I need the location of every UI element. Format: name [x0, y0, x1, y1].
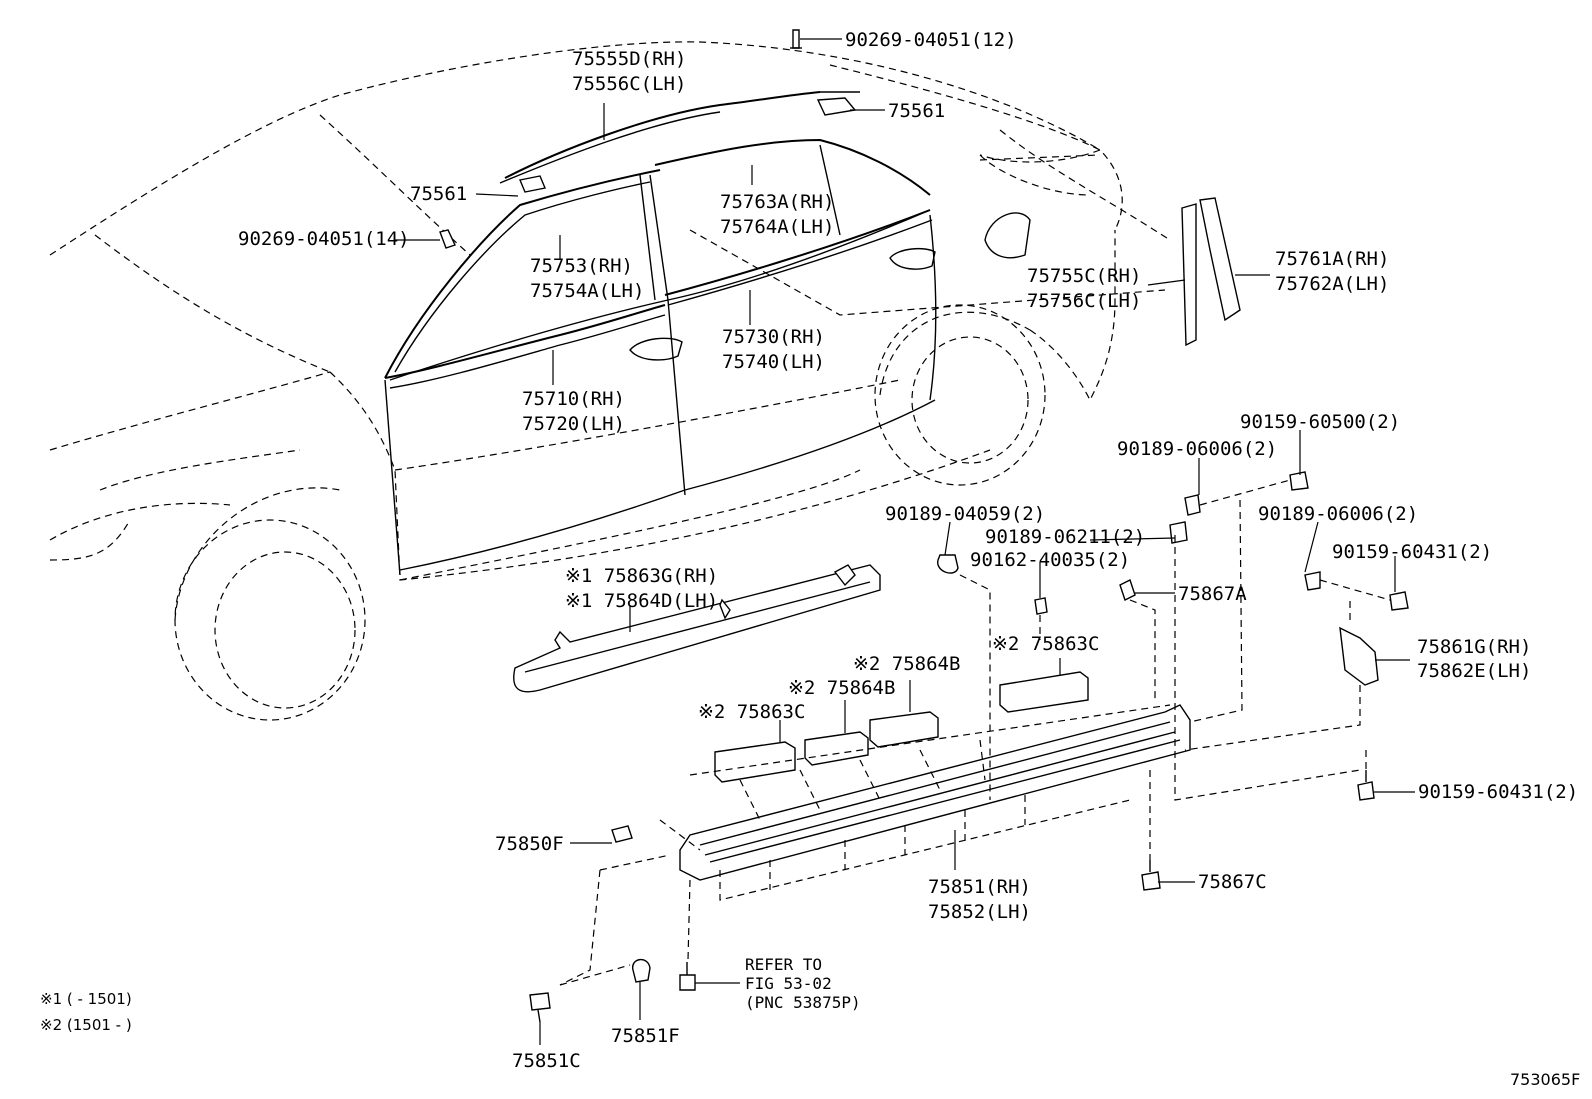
label-75851f: 75851F: [611, 1025, 680, 1047]
label-75863c-right: ※2 75863C: [992, 633, 1099, 655]
label-75763a-rh: 75763A(RH): [720, 191, 834, 213]
label-75850f: 75850F: [495, 833, 564, 855]
label-75754a-lh: 75754A(LH): [530, 280, 644, 302]
leader-lines: [395, 38, 1415, 1045]
label-75556c-lh: 75556C(LH): [572, 73, 686, 95]
label-75861g-rh: 75861G(RH): [1417, 636, 1531, 658]
label-75764a-lh: 75764A(LH): [720, 216, 834, 238]
label-75561-top: 75561: [888, 100, 945, 122]
label-75851c: 75851C: [512, 1050, 581, 1072]
car-body-outline: [49, 41, 1171, 721]
label-75753-rh: 75753(RH): [530, 255, 633, 277]
label-90162-40035: 90162-40035(2): [970, 549, 1130, 571]
label-75862e-lh: 75862E(LH): [1417, 660, 1531, 682]
label-75740-lh: 75740(LH): [722, 351, 825, 373]
label-75852-lh: 75852(LH): [928, 901, 1031, 923]
refer-to-line1: REFER TO: [745, 955, 822, 974]
label-75851-rh: 75851(RH): [928, 876, 1031, 898]
note-2: ※2 (1501 - ): [40, 1016, 132, 1034]
label-75867c: 75867C: [1198, 871, 1267, 893]
label-75756c-lh: 75756C(LH): [1027, 290, 1141, 312]
label-75710-rh: 75710(RH): [522, 388, 625, 410]
label-90189-04059: 90189-04059(2): [885, 503, 1045, 525]
label-75864b-a: ※2 75864B: [853, 653, 960, 675]
figure-id: 753065F: [1510, 1070, 1580, 1089]
label-75867a: 75867A: [1178, 583, 1247, 605]
label-90269-04051-14: 90269-04051(14): [238, 228, 410, 250]
label-90189-06006-b: 90189-06006(2): [1258, 503, 1418, 525]
label-75761a-rh: 75761A(RH): [1275, 248, 1389, 270]
part-labels: 90269-04051(12) 75555D(RH) 75556C(LH) 75…: [238, 29, 1578, 1072]
label-75730-rh: 75730(RH): [722, 326, 825, 348]
label-75863g-rh: ※1 75863G(RH): [565, 565, 718, 587]
label-90159-60500: 90159-60500(2): [1240, 411, 1400, 433]
label-75755c-rh: 75755C(RH): [1027, 265, 1141, 287]
label-75561-left: 75561: [410, 183, 467, 205]
label-90189-06006-a: 90189-06006(2): [1117, 438, 1277, 460]
label-75720-lh: 75720(LH): [522, 413, 625, 435]
label-90159-60431-a: 90159-60431(2): [1332, 541, 1492, 563]
label-90269-04051-12: 90269-04051(12): [845, 29, 1017, 51]
label-75864d-lh: ※1 75864D(LH): [565, 590, 718, 612]
label-75864b-b: ※2 75864B: [788, 677, 895, 699]
refer-to-line2: FIG 53-02: [745, 974, 832, 993]
refer-to-line3: (PNC 53875P): [745, 993, 861, 1012]
label-90189-06211: 90189-06211(2): [985, 526, 1145, 548]
label-75863c-left: ※2 75863C: [698, 701, 805, 723]
note-1: ※1 ( - 1501): [40, 990, 132, 1008]
label-75555d-rh: 75555D(RH): [572, 48, 686, 70]
label-75762a-lh: 75762A(LH): [1275, 273, 1389, 295]
rocker-panel-parts: [439, 29, 1409, 1023]
label-90159-60431-b: 90159-60431(2): [1418, 781, 1578, 803]
